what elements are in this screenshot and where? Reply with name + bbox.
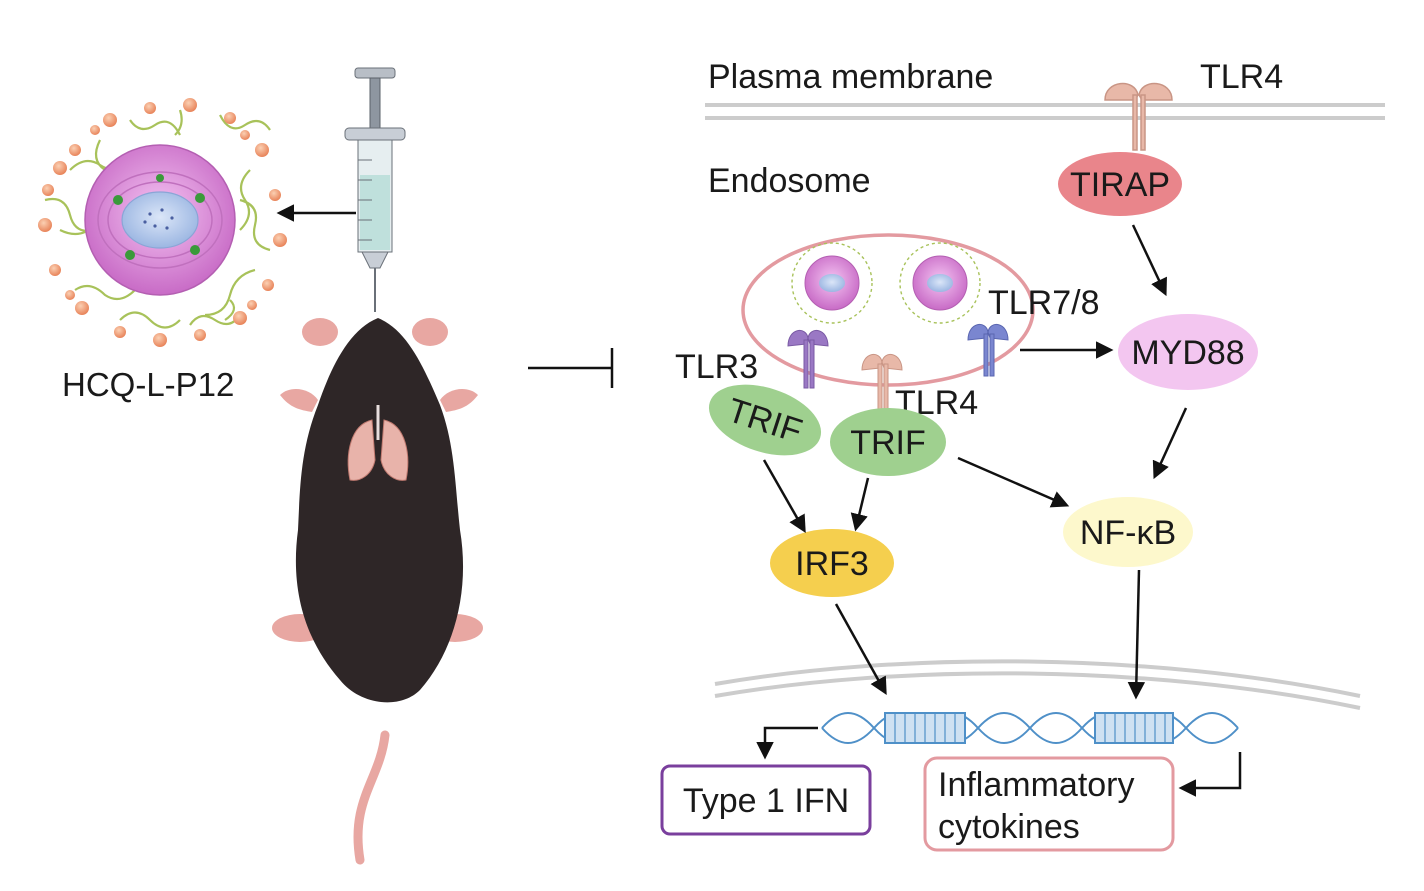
- green-drug-particles: [113, 174, 205, 260]
- nuclear-membrane: [714, 659, 1361, 710]
- inflammatory-label-line2: cytokines: [938, 808, 1080, 846]
- tlr78-receptor: [967, 324, 1009, 377]
- type1-ifn-box: [660, 764, 872, 836]
- lungs: [347, 405, 409, 481]
- type1-ifn-label: Type 1 IFN: [683, 782, 849, 820]
- tirap-node: [1058, 152, 1182, 216]
- trif-right-label: TRIF: [850, 424, 926, 462]
- tlr4-top-label: TLR4: [1200, 58, 1283, 96]
- mouse-body: [295, 318, 464, 703]
- nfkb-node: [1063, 497, 1193, 567]
- tlr3-receptor: [787, 330, 829, 389]
- tlr4-receptor-endosome: [861, 354, 903, 411]
- core-drug-dots: [143, 208, 174, 230]
- peg-chains: [44, 109, 271, 329]
- plasma-membrane-label: Plasma membrane: [708, 58, 993, 96]
- myd88-label: MYD88: [1131, 334, 1244, 372]
- mouse: [272, 318, 483, 865]
- dna-helix: [821, 712, 1239, 744]
- arrow-myd88-nfkb: [1152, 407, 1188, 480]
- trif-right-node: [830, 408, 946, 476]
- trif-left-node: [708, 384, 822, 456]
- arrow-trifleft-irf3: [762, 459, 806, 534]
- irf3-node: [770, 529, 894, 597]
- endosome-nanoparticle-1: [791, 242, 873, 324]
- pathway-arrows: [762, 224, 1188, 700]
- endosome-label: Endosome: [708, 162, 871, 200]
- syringe: [344, 67, 406, 312]
- peptide-beads: [38, 98, 287, 347]
- arrow-irf3-dna: [834, 603, 887, 696]
- inflammatory-label-line1: Inflammatory: [938, 766, 1135, 804]
- inhibition-symbol: [528, 348, 614, 388]
- arrow-dna-type1ifn: [756, 726, 818, 760]
- output-arrows: [756, 726, 1242, 797]
- tlr3-label: TLR3: [675, 348, 758, 386]
- hcq-l-p12-nanoparticle: [38, 98, 287, 347]
- tlr78-label: TLR7/8: [988, 284, 1100, 322]
- tlr4-receptor-surface: [1104, 82, 1173, 151]
- arrow-trifright-irf3: [850, 477, 870, 532]
- arrow-nfkb-dna: [1127, 569, 1146, 700]
- arrow-trif-nfkb: [957, 456, 1070, 508]
- endosome-nanoparticle-2: [899, 242, 981, 324]
- plasma-membrane: [705, 103, 1385, 120]
- nfkb-label: NF-κB: [1080, 514, 1176, 552]
- irf3-label: IRF3: [795, 545, 869, 583]
- arrow-tirap-myd88: [1131, 224, 1167, 297]
- nanoparticle-label: HCQ-L-P12: [62, 366, 234, 403]
- mouse-tail: [353, 730, 390, 865]
- tirap-label: TIRAP: [1070, 166, 1170, 204]
- inflammatory-cytokines-box: [923, 756, 1175, 852]
- liposome-core: [121, 191, 199, 249]
- myd88-node: [1118, 314, 1258, 390]
- arrow-dna-cytokines: [1178, 752, 1242, 797]
